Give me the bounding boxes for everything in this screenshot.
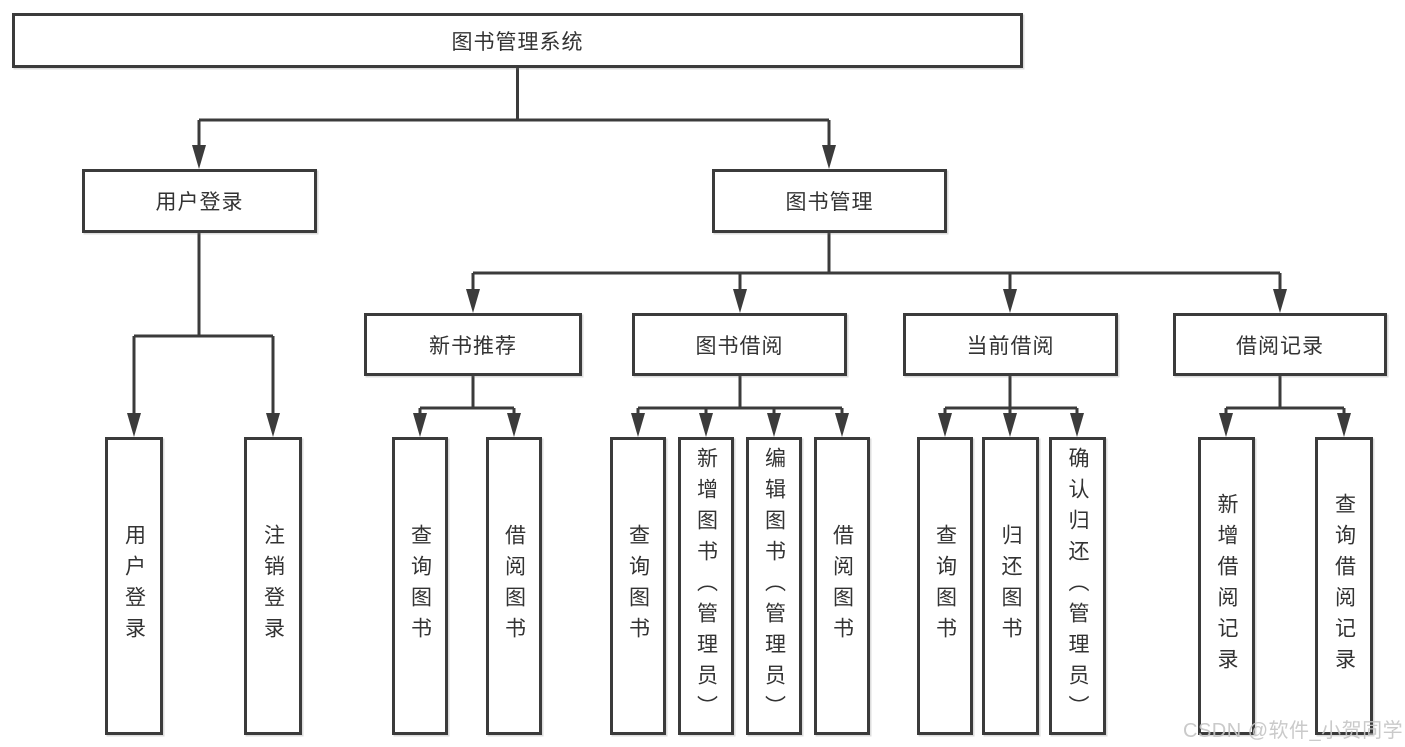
node-label: 图书管理	[785, 191, 874, 214]
arrowhead	[192, 145, 206, 169]
node-label: 图书借阅	[695, 334, 784, 358]
connector-records-to-leaves	[1219, 376, 1351, 437]
leaf-borrow-books-2: 借阅图书	[814, 437, 870, 735]
leaf-logout: 注销登录	[244, 437, 302, 735]
connector-book-mgmt-to-groups	[466, 233, 1287, 313]
node-book-mgmt: 图书管理	[712, 169, 947, 233]
node-label: 新书推荐	[429, 334, 517, 358]
node-label: 查询图书	[933, 524, 957, 648]
node-label: 注销登录	[261, 524, 285, 648]
arrowhead	[1337, 413, 1351, 437]
connector-current-borrow-to-leaves	[938, 376, 1084, 437]
node-label: 编辑图书（管理员）	[762, 446, 786, 726]
arrowhead	[1003, 413, 1017, 437]
connector-book-borrow-to-leaves	[631, 376, 849, 437]
node-label: 借阅记录	[1236, 334, 1324, 358]
node-new-book-rec: 新书推荐	[364, 313, 582, 376]
connector-user-login-to-leaves	[127, 233, 280, 437]
node-label: 查询图书	[626, 524, 650, 648]
node-label: 查询借阅记录	[1332, 493, 1356, 679]
arrowhead	[466, 289, 480, 313]
arrowhead	[1219, 413, 1233, 437]
connector-root-to-level2	[192, 68, 836, 169]
leaf-query-books-3: 查询图书	[917, 437, 973, 735]
arrowhead	[1070, 413, 1084, 437]
node-label: 查询图书	[408, 524, 432, 648]
node-label: 用户登录	[155, 191, 244, 214]
node-label: 当前借阅	[966, 334, 1055, 358]
leaf-query-borrow-record: 查询借阅记录	[1315, 437, 1373, 735]
leaf-query-books-1: 查询图书	[392, 437, 448, 735]
connector-new-rec-to-leaves	[413, 376, 521, 437]
arrowhead	[266, 413, 280, 437]
node-borrow-records: 借阅记录	[1173, 313, 1387, 376]
leaf-user-login: 用户登录	[105, 437, 163, 735]
arrowhead	[835, 413, 849, 437]
arrowhead	[938, 413, 952, 437]
arrowhead	[1003, 289, 1017, 313]
arrowhead	[767, 413, 781, 437]
node-label: 用户登录	[122, 524, 146, 648]
leaf-edit-books-admin: 编辑图书（管理员）	[746, 437, 802, 735]
node-label: 新增借阅记录	[1215, 493, 1238, 679]
arrowhead	[733, 289, 747, 313]
node-label: 确认归还（管理员）	[1066, 446, 1089, 726]
node-label: 新增图书（管理员）	[694, 446, 718, 726]
leaf-borrow-books-1: 借阅图书	[486, 437, 542, 735]
leaf-query-books-2: 查询图书	[610, 437, 666, 735]
leaf-add-books-admin: 新增图书（管理员）	[678, 437, 734, 735]
node-user-login: 用户登录	[82, 169, 317, 233]
arrowhead	[507, 413, 521, 437]
node-label: 图书管理系统	[451, 30, 584, 54]
csdn-watermark: CSDN @软件_小贺同学	[1183, 720, 1404, 742]
node-root: 图书管理系统	[12, 13, 1023, 68]
node-label: 归还图书	[999, 524, 1022, 648]
node-book-borrow: 图书借阅	[632, 313, 847, 376]
arrowhead	[127, 413, 141, 437]
arrowhead	[822, 145, 836, 169]
node-label: 借阅图书	[502, 524, 526, 648]
arrowhead	[699, 413, 713, 437]
leaf-confirm-return-admin: 确认归还（管理员）	[1049, 437, 1106, 735]
arrowhead	[413, 413, 427, 437]
node-current-borrow: 当前借阅	[903, 313, 1118, 376]
leaf-return-books: 归还图书	[982, 437, 1039, 735]
node-label: 借阅图书	[830, 524, 854, 648]
arrowhead	[631, 413, 645, 437]
arrowhead	[1273, 289, 1287, 313]
leaf-add-borrow-record: 新增借阅记录	[1198, 437, 1255, 735]
